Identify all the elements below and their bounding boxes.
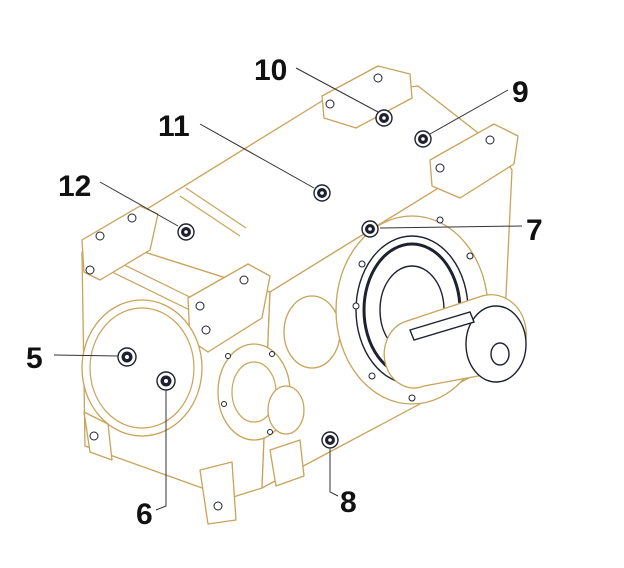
mount-hole — [213, 501, 223, 511]
callout-label-9: 9 — [512, 76, 529, 109]
flange-bolt-hole — [221, 401, 227, 407]
leader-lines — [53, 67, 523, 511]
housing-rib — [185, 187, 247, 229]
leader-12 — [99, 181, 179, 227]
callout-label-11: 11 — [158, 110, 190, 143]
flange-bolt-hole — [267, 429, 273, 435]
flange-bolt-hole — [368, 372, 376, 380]
side-cover-upper — [283, 295, 341, 369]
callout-labels: 5 6 7 8 9 10 11 12 — [26, 54, 543, 531]
mount-hole — [325, 99, 335, 109]
leader-5 — [53, 354, 119, 357]
leader-10 — [295, 67, 379, 113]
callout-label-5: 5 — [26, 342, 43, 375]
callout-label-6: 6 — [136, 498, 153, 531]
plug-12 — [177, 223, 195, 241]
callout-label-8: 8 — [340, 486, 357, 519]
corner-foot-front-right — [199, 461, 237, 525]
flange-bolt-hole — [408, 394, 416, 402]
leader-9 — [429, 89, 509, 135]
mount-hole — [95, 231, 105, 241]
callout-label-7: 7 — [526, 214, 543, 247]
output-shaft-center-hole — [490, 342, 510, 366]
plug-5 — [117, 347, 137, 367]
front-cover-plate — [81, 299, 203, 437]
mount-hole — [485, 135, 495, 145]
plug-6 — [156, 371, 176, 391]
callout-label-12: 12 — [58, 170, 91, 203]
leader-6 — [155, 390, 167, 511]
housing-rib — [111, 271, 199, 315]
flange-bolt-hole — [269, 351, 275, 357]
mount-hole — [239, 275, 249, 285]
flange-bolt-hole — [436, 216, 444, 224]
flange-bolt-hole — [358, 260, 366, 268]
leader-7 — [379, 225, 523, 229]
flange-bolt-hole — [466, 252, 474, 260]
plug-11 — [313, 184, 331, 202]
plug-9 — [414, 130, 432, 148]
flange-bolt-hole — [352, 302, 360, 310]
plug-10 — [375, 109, 393, 127]
mount-hole — [201, 325, 211, 335]
callout-label-10: 10 — [254, 54, 287, 87]
plugs — [117, 109, 432, 449]
corner-block-back-right-top — [429, 123, 519, 199]
mount-hole — [127, 213, 137, 223]
mount-hole — [373, 73, 383, 83]
housing-rib — [179, 195, 241, 237]
plug-7 — [361, 220, 379, 238]
mount-hole — [85, 265, 95, 275]
mount-hole — [435, 163, 445, 173]
front-cover-inner-ring — [89, 307, 195, 429]
output-shaft-keyway — [409, 311, 475, 341]
corner-foot-back — [269, 439, 305, 487]
plug-8 — [321, 431, 339, 449]
side-cover-lower — [267, 385, 305, 435]
corner-block-back-left-top — [321, 65, 413, 129]
leader-8 — [329, 449, 339, 497]
leader-11 — [199, 123, 315, 189]
flange-bolt-hole — [225, 353, 231, 359]
mount-hole — [195, 301, 205, 311]
gearbox-housing — [81, 65, 527, 525]
mount-hole — [89, 431, 99, 441]
corner-block-front-left-top — [81, 205, 159, 281]
